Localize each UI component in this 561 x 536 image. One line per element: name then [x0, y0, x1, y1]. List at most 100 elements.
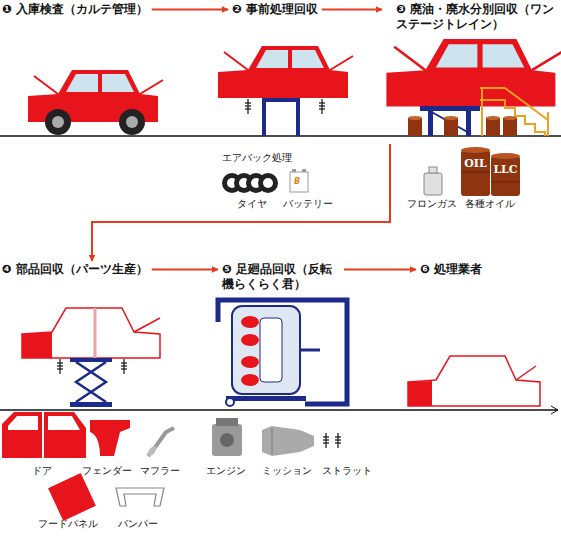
tire-icons-shape: [263, 178, 273, 188]
step-heading: ❹ 部品回収（パーツ生産）: [2, 262, 148, 277]
oil-separation-station-shape: [444, 116, 458, 120]
part-label: B: [294, 177, 300, 186]
car-parts-removal-shape: [76, 362, 106, 402]
step-title: ❻ 処理業者: [420, 262, 482, 277]
transmission-part-shape: [262, 426, 314, 456]
part-label: エンジン: [206, 465, 246, 477]
car-pretreatment-shape: [296, 98, 300, 136]
muffler-part-shape: [146, 444, 158, 457]
car-pretreatment-shape: [218, 46, 353, 98]
ground-line-shape: [0, 409, 558, 411]
door-parts-shape: [44, 412, 86, 458]
battery-icon: [290, 169, 308, 192]
part-label: LLC: [491, 164, 520, 176]
rotator-machine-shape: [241, 356, 259, 368]
car-parts-removal-shape: [70, 358, 112, 362]
rotator-machine-shape: [218, 300, 347, 404]
bumper-part: [116, 488, 164, 506]
battery-icon-shape: [290, 172, 308, 192]
oil-drums-shape: [461, 150, 490, 196]
oil-separation-station-shape: [480, 87, 505, 89]
oil-separation-station-shape: [486, 118, 500, 136]
door-parts-shape: [8, 416, 38, 430]
tire-icons-shape: [258, 173, 278, 193]
transmission-part: [262, 426, 314, 456]
car-pretreatment: [218, 46, 353, 136]
rotator-machine-shape: [260, 318, 282, 382]
oil-drums-shape: [491, 182, 520, 183]
oil-separation-station-shape: [408, 118, 422, 136]
engine-part-shape: [212, 424, 242, 456]
battery-icon-shape: [292, 169, 296, 172]
part-label: ミッション: [262, 465, 312, 477]
car-pretreatment-shape: [262, 98, 266, 136]
ground-line-shape: [0, 135, 561, 137]
oil-drums-shape: [491, 156, 520, 196]
part-label: フロンガス: [407, 198, 457, 210]
oil-separation-station-shape: [481, 88, 483, 136]
rotator-machine-shape: [241, 374, 259, 386]
strut-parts-shape: [335, 433, 341, 448]
engine-part-shape: [216, 418, 238, 426]
car-parts-removal-shape: [70, 402, 112, 407]
flow-arrow: [92, 144, 390, 261]
part-label: マフラー: [140, 465, 180, 477]
car-inspection-shape: [52, 116, 64, 128]
step-title: ❸ 廃油・廃水分別回収（ワンステージトレイン）: [396, 2, 558, 32]
car-inspection-shape: [119, 109, 145, 135]
step-heading: ❸ 廃油・廃水分別回収（ワンステージトレイン）: [386, 2, 558, 144]
ground-line: [0, 136, 561, 414]
car-parts-removal-shape: [22, 308, 160, 358]
rotator-machine-shape: [232, 306, 300, 394]
fender-part-shape: [90, 420, 130, 456]
strut-parts-shape: [323, 433, 329, 448]
rotator-machine-shape: [226, 396, 306, 401]
rotator-machine-shape: [226, 398, 234, 406]
door-parts-shape: [48, 416, 80, 430]
step-title: ❷ 事前処理回収: [232, 2, 318, 17]
part-label: OIL: [461, 158, 490, 170]
door-parts: [2, 412, 86, 458]
step-heading: ❻ 処理業者: [420, 262, 482, 277]
car-shell-shape: [516, 366, 536, 380]
car-inspection: [28, 70, 163, 135]
tire-icons: [222, 173, 278, 193]
flow-arrow: [322, 9, 382, 11]
car-parts-removal-shape: [121, 359, 127, 374]
engine-part-shape: [220, 433, 234, 447]
bumper-part-shape: [116, 488, 164, 506]
part-label: フェンダー: [82, 465, 132, 477]
oil-separation-station-shape: [386, 39, 561, 107]
oil-separation-station-shape: [547, 112, 549, 136]
strut-parts: [323, 433, 341, 448]
engine-part: [212, 418, 242, 456]
oil-separation-station: [386, 39, 561, 136]
car-inspection-shape: [126, 116, 138, 128]
fender-part: [90, 420, 130, 456]
hood-panel-part: [48, 473, 96, 521]
oil-separation-station-shape: [486, 116, 500, 120]
rotator-machine-shape: [241, 334, 259, 346]
oil-drums: [461, 147, 520, 196]
car-parts-removal: [22, 308, 160, 407]
rotator-machine-shape: [300, 349, 320, 352]
transmission-part-shape: [272, 428, 273, 454]
car-parts-removal-shape: [94, 308, 97, 358]
freon-cylinder-shape: [424, 173, 442, 195]
car-inspection-shape: [45, 109, 71, 135]
oil-separation-station-shape: [503, 118, 517, 136]
step-heading: ❷ 事前処理回収: [232, 2, 318, 17]
car-shell: [408, 356, 540, 406]
oil-drums-shape: [461, 172, 490, 173]
car-pretreatment-shape: [245, 99, 251, 114]
ground-line-shape: [551, 406, 558, 414]
flow-arrow: [344, 269, 416, 271]
part-label: 各種オイル: [465, 198, 515, 210]
oil-separation-station-shape: [480, 100, 545, 136]
part-label: バンパー: [118, 518, 158, 530]
rotator-machine: [218, 300, 347, 406]
flow-arrow: [152, 9, 228, 11]
part-label: ストラット: [322, 465, 372, 477]
part-label: タイヤ: [237, 198, 267, 210]
